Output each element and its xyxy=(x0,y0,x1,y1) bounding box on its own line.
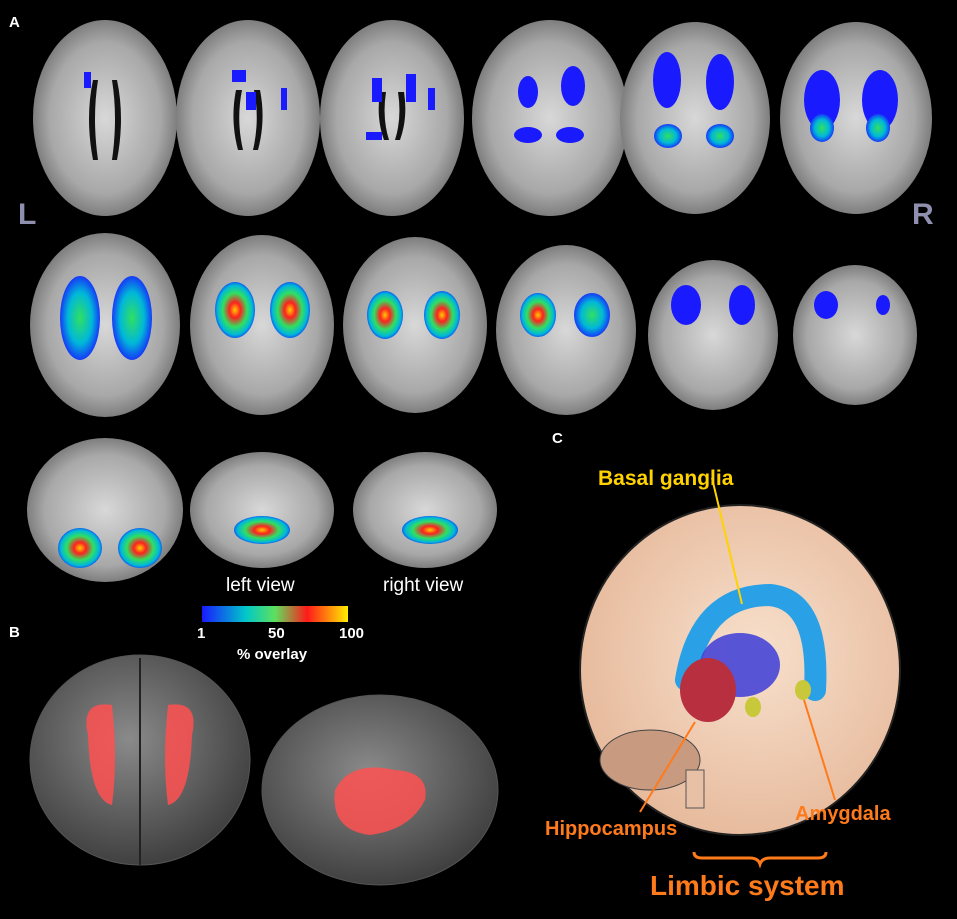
axial-slice xyxy=(320,20,464,216)
axial-slice xyxy=(30,233,180,417)
axial-slice xyxy=(343,237,487,413)
caudate-structure xyxy=(675,583,827,701)
hippocampus-label: Hippocampus xyxy=(545,818,678,840)
axial-slice xyxy=(33,20,177,216)
left-orientation-label: L xyxy=(18,198,37,231)
axial-slice-row-2 xyxy=(30,233,917,417)
axial-slice xyxy=(780,22,932,214)
axial-slice xyxy=(496,245,636,415)
right-view-label: right view xyxy=(383,575,464,596)
limbic-illustration xyxy=(579,477,901,869)
axial-slice xyxy=(620,22,770,214)
colorbar-tick-mid: 50 xyxy=(268,625,285,642)
hippocampus-structure xyxy=(680,658,736,722)
panel-c-letter: C xyxy=(552,430,563,447)
basal-ganglia-pointer xyxy=(711,477,743,605)
limbic-brace xyxy=(692,851,828,869)
colorbar-title: % overlay xyxy=(237,646,308,663)
amygdala-structure xyxy=(745,697,761,717)
amygdala-label: Amygdala xyxy=(795,803,891,825)
axial-slice xyxy=(648,260,778,410)
axial-slice xyxy=(190,235,334,415)
amygdala-structure xyxy=(795,680,811,700)
basal-ganglia-label: Basal ganglia xyxy=(598,467,734,490)
right-orientation-label: R xyxy=(912,198,934,231)
panel-b-letter: B xyxy=(9,624,20,641)
colorbar xyxy=(202,606,348,622)
dorsal-brain-rendering xyxy=(29,654,251,866)
axial-slice xyxy=(176,20,320,216)
left-view-label: left view xyxy=(226,575,295,596)
colorbar-tick-high: 100 xyxy=(339,625,365,642)
axial-slice xyxy=(793,265,917,405)
colorbar-tick-low: 1 xyxy=(197,625,206,642)
axial-slice-row-1 xyxy=(33,20,932,216)
sagittal-slice-right xyxy=(353,452,497,568)
sagittal-slice-left xyxy=(190,452,334,568)
amygdala-pointer xyxy=(803,699,836,801)
hippocampus-pointer xyxy=(639,721,696,813)
axial-slice xyxy=(472,20,628,216)
coronal-slice xyxy=(27,438,183,582)
limbic-system-label: Limbic system xyxy=(650,870,845,901)
panel-a-letter: A xyxy=(9,14,20,31)
lateral-brain-rendering xyxy=(261,694,499,886)
